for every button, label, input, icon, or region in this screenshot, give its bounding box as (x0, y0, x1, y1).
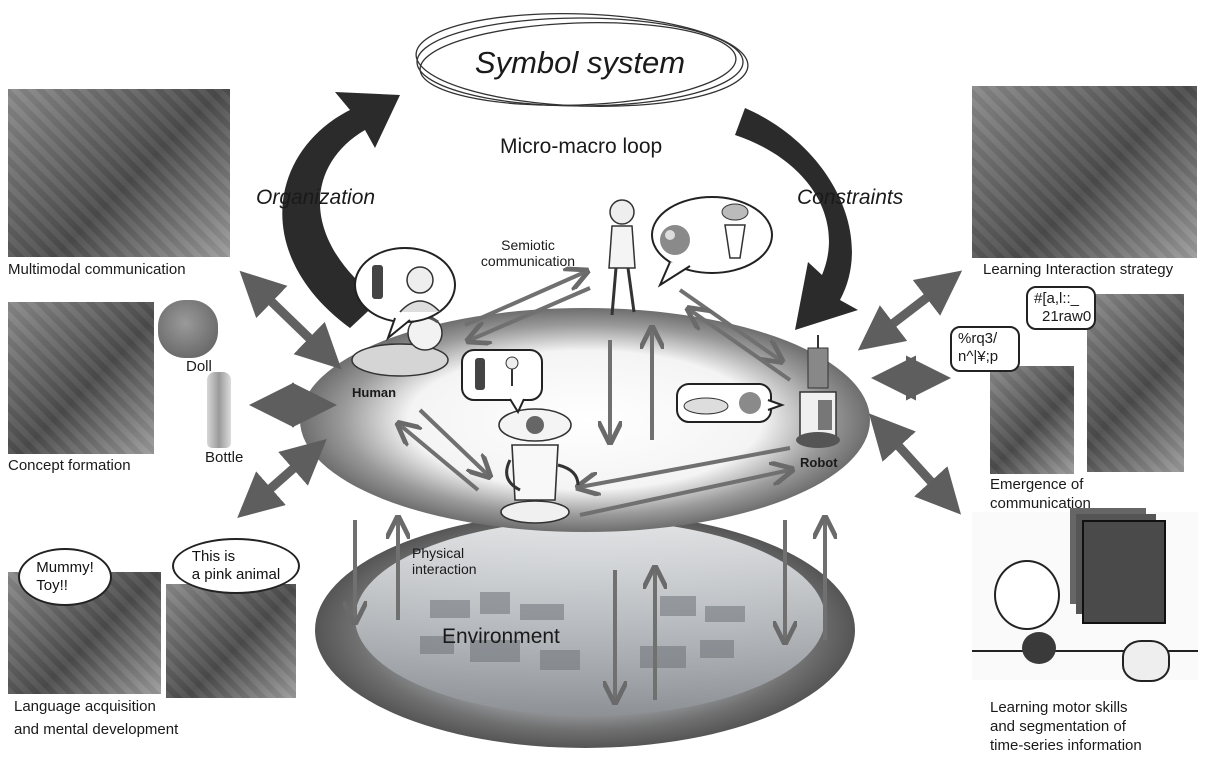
photo-concept-formation (8, 302, 154, 454)
learning-interaction-strategy-label: Learning Interaction strategy (983, 261, 1174, 278)
photo-emergence-robot-body (1087, 294, 1184, 472)
arrow-child-robot (678, 288, 780, 360)
symbol-system-oval (415, 13, 749, 107)
bubble-robot-b-line1: %rq3/ (958, 330, 998, 347)
bottle-image (207, 372, 231, 448)
motor-apple (1022, 632, 1056, 664)
arrow-robot2-human (400, 425, 480, 492)
symbol-system-title: Symbol system (474, 45, 686, 80)
bubble-pink-line1: This is (191, 548, 236, 565)
bubble-pink-line2: a pink animal (191, 566, 281, 583)
organization-arrow (282, 92, 400, 328)
right-robot-figure (796, 335, 840, 448)
arrow-robot2-robot (579, 470, 790, 517)
arrow-language-human (237, 439, 327, 518)
motor-frames (1082, 520, 1166, 624)
doll-image (158, 300, 218, 358)
motor-skills-label-line1: Learning motor skills (990, 699, 1128, 716)
physical-interaction-label: Physical interaction (412, 545, 477, 578)
micro-macro-loop-label: Micro-macro loop (500, 135, 663, 158)
language-acquisition-label-line1: Language acquisition (14, 698, 156, 715)
human-label: Human (352, 385, 397, 400)
arrow-human-child (464, 272, 585, 327)
photo-emergence-robot-head (990, 366, 1074, 474)
bubble-mummy: Mummy!Toy!! (18, 548, 112, 606)
arrow-multimodal-human (239, 270, 342, 370)
motor-table-line (972, 650, 1198, 652)
child-figure (608, 199, 636, 316)
constraints-label: Constraints (797, 186, 904, 209)
arrow-child-human (470, 286, 591, 340)
doll-label: Doll (186, 358, 212, 375)
motor-skills-illustration (972, 512, 1198, 682)
environment-label: Environment (442, 625, 560, 648)
bubble-mummy-line1: Mummy! (36, 559, 94, 576)
right-robot-thought-bubble (676, 383, 785, 423)
motor-skills-label-line2: and segmentation of (990, 718, 1126, 735)
bubble-robot-a-line2: 21raw0 (1042, 308, 1092, 325)
organization-label: Organization (256, 186, 376, 209)
arrow-robot-robot2 (580, 446, 791, 487)
language-acquisition-label-line2: and mental development (14, 721, 179, 738)
bubble-mummy-line2: Toy!! (36, 577, 68, 594)
motor-man-head (994, 560, 1060, 630)
emergence-label-line2: communication (990, 495, 1091, 512)
environment-city (355, 520, 825, 716)
child-thought-bubble (651, 196, 773, 288)
bottle-label: Bottle (205, 449, 244, 466)
center-robot-figure (498, 408, 580, 524)
city-blocks (420, 592, 745, 670)
robot-label: Robot (800, 455, 838, 470)
semiotic-communication-label: Semiotic communication (480, 237, 576, 270)
bubble-robot-b: %rq3/ n^|¥;p (950, 326, 1020, 372)
human-thought-bubble (354, 247, 456, 342)
upper-ring (300, 308, 870, 532)
arrow-robot-learning (857, 270, 963, 351)
photo-language-acquisition-robot (166, 584, 296, 698)
arrow-robot-motor (868, 413, 962, 515)
bubble-robot-a-line1: #[a,l::_ (1034, 290, 1080, 307)
bubble-robot-b-line2: n^|¥;p (958, 348, 999, 365)
bubble-robot-a: #[a,l::_ 21raw0 (1026, 286, 1096, 330)
emergence-label-line1: Emergence of (990, 476, 1084, 493)
motor-skills-label-line3: time-series information (990, 737, 1142, 754)
motor-robot-dog (1122, 640, 1170, 682)
center-robot-thought-bubble (461, 349, 543, 415)
constraints-arrow (735, 108, 858, 330)
arrow-human-robot2 (418, 408, 488, 475)
human-baby-figure (351, 315, 449, 377)
multimodal-communication-label: Multimodal communication (8, 261, 186, 278)
photo-learning-interaction-strategy (972, 86, 1197, 258)
arrow-robot-child (690, 310, 792, 382)
photo-multimodal-communication (8, 89, 230, 257)
concept-formation-label: Concept formation (8, 457, 131, 474)
